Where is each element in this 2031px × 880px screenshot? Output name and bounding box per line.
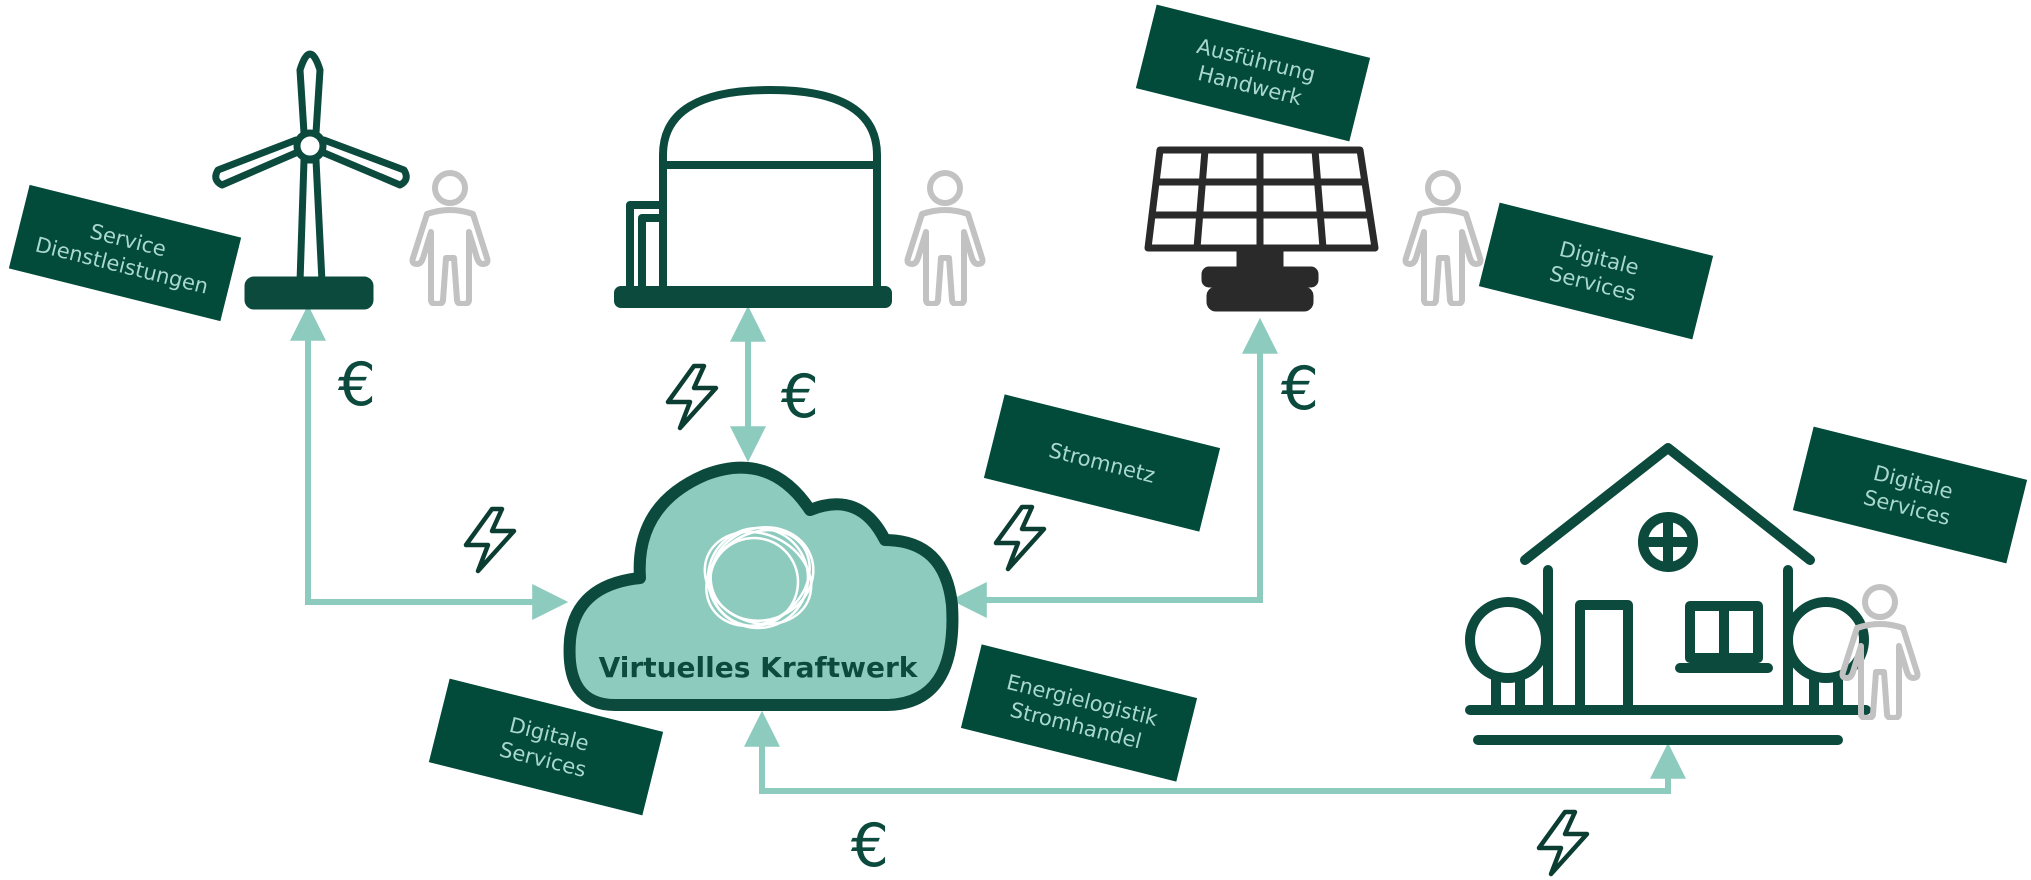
person-icon-wind [413,173,488,304]
connector-wind [290,304,569,620]
person-icon-biogas [908,173,983,304]
biogas-plant-icon [614,86,892,308]
tag-line: Stromnetz [1046,438,1158,488]
vpp-logo-icon [703,526,815,630]
euro-sign-house: € [851,811,889,880]
euro-sign-biogas: € [781,362,819,432]
connector-house [744,710,1686,794]
bolt-icon-house [1539,812,1587,874]
connector-solar [950,317,1278,618]
wind-turbine-icon [212,50,410,310]
virtual-power-plant-cloud [563,461,959,711]
center-label: Virtuelles Kraftwerk [599,651,919,684]
person-icon-solar [1406,173,1481,304]
bolt-icon-wind [466,509,514,571]
person-icon-house [1843,587,1918,718]
solar-panel-icon [1144,146,1379,312]
euro-sign-wind: € [338,350,376,420]
bolt-icon-solar [996,507,1044,569]
euro-sign-solar: € [1281,354,1319,424]
house-icon [1465,443,1871,745]
bolt-icon-biogas [668,366,716,428]
